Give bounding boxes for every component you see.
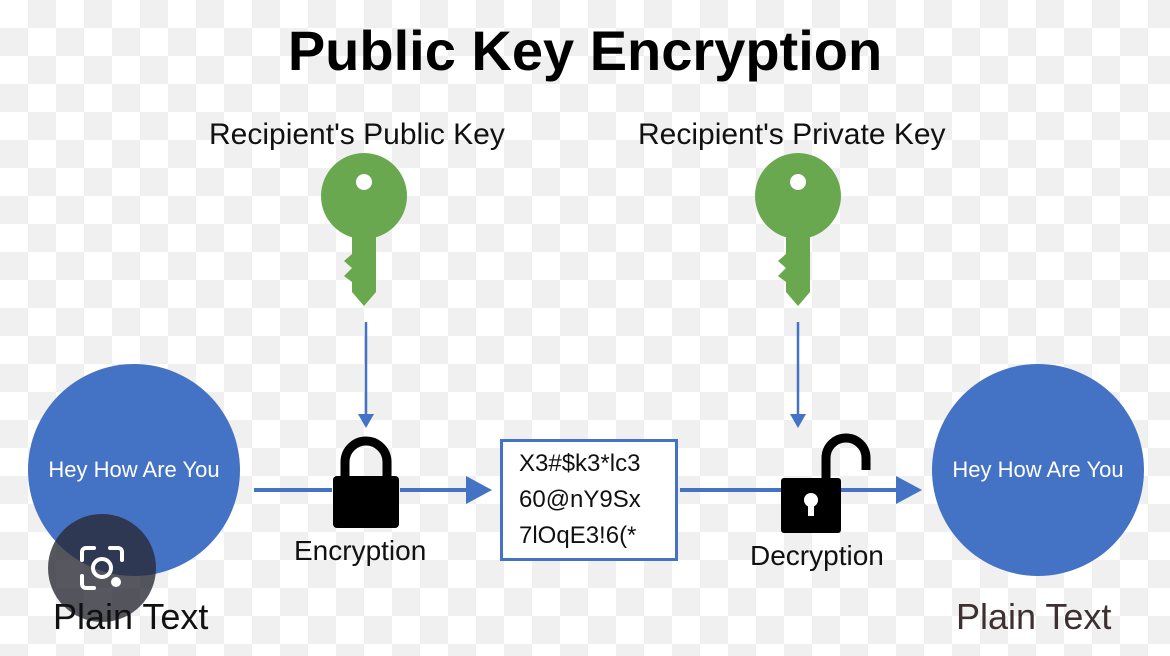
lock-closed-icon xyxy=(333,436,399,528)
ciphertext-line: 60@nY9Sx xyxy=(519,486,641,513)
plaintext-circle-right: Hey How Are You xyxy=(932,364,1144,576)
plain-text-label-right: Plain Text xyxy=(956,596,1112,637)
public-key-icon xyxy=(321,153,407,306)
plain-text-label-left: Plain Text xyxy=(53,596,209,637)
ciphertext-line: 7lOqE3!6(* xyxy=(519,522,637,549)
camera-lens-icon xyxy=(80,546,124,590)
lock-open-icon xyxy=(781,433,871,533)
private-key-icon xyxy=(755,153,841,306)
plaintext-message-right: Hey How Are You xyxy=(952,457,1124,482)
page-title: Public Key Encryption xyxy=(287,19,883,82)
plaintext-message-left: Hey How Are You xyxy=(48,457,220,482)
private-key-arrow xyxy=(790,322,806,428)
encryption-label: Encryption xyxy=(294,535,427,566)
ciphertext-line: X3#$k3*lc3 xyxy=(519,450,641,477)
ciphertext-box: X3#$k3*lc3 60@nY9Sx 7lOqE3!6(* xyxy=(500,439,678,561)
public-key-arrow xyxy=(358,322,374,428)
encryption-to-ciphertext-arrow xyxy=(400,476,492,504)
decryption-label: Decryption xyxy=(750,540,884,571)
public-key-label: Recipient's Public Key xyxy=(209,118,505,151)
private-key-label: Recipient's Private Key xyxy=(638,118,946,151)
lens-search-button[interactable] xyxy=(48,514,156,622)
